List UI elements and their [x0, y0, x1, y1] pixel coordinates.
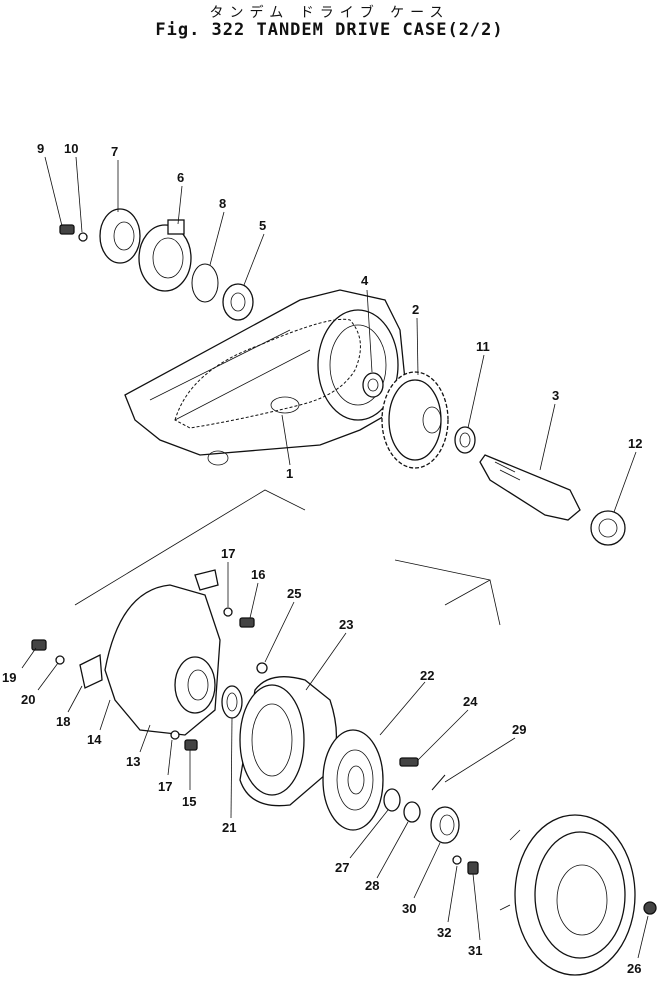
- bearing-5: [222, 283, 254, 321]
- callout-18: 18: [56, 714, 70, 729]
- wheel-rim: [499, 814, 636, 976]
- leader-lines: [21, 156, 649, 959]
- callout-20: 20: [21, 692, 35, 707]
- retainer-6: [138, 219, 192, 292]
- washer-17-lower: [170, 730, 180, 740]
- tandem-case-housing: [124, 289, 406, 466]
- lock-wire-29: [431, 774, 446, 791]
- callout-15: 15: [182, 794, 196, 809]
- bearing-11: [454, 426, 476, 454]
- bolt-9: [59, 224, 75, 235]
- washer-10: [78, 232, 88, 242]
- washer-32: [452, 855, 462, 865]
- figure-title: Fig. 322 TANDEM DRIVE CASE(2/2): [155, 20, 504, 40]
- callout-14: 14: [87, 732, 102, 747]
- callout-5: 5: [259, 218, 266, 233]
- nut-26: [643, 901, 657, 915]
- callout-13: 13: [126, 754, 140, 769]
- callout-12: 12: [628, 436, 642, 451]
- callout-31: 31: [468, 943, 482, 958]
- callout-24: 24: [463, 694, 478, 709]
- shaft: [479, 454, 581, 521]
- callout-22: 22: [420, 668, 434, 683]
- bolt-15: [184, 739, 198, 751]
- callout-3: 3: [552, 388, 559, 403]
- spacer-27: [383, 788, 401, 812]
- bracket: [194, 569, 219, 591]
- bolt-19: [31, 639, 47, 651]
- callout-21: 21: [222, 820, 236, 835]
- stud-24: [399, 757, 419, 767]
- callout-23: 23: [339, 617, 353, 632]
- case-cover-14: [104, 584, 221, 736]
- callout-6: 6: [177, 170, 184, 185]
- callout-19: 19: [2, 670, 16, 685]
- hub-23: [239, 676, 338, 807]
- flange-22: [322, 729, 384, 831]
- plate-18: [79, 653, 103, 689]
- bearing-4: [362, 372, 384, 398]
- callout-1: 1: [286, 466, 293, 481]
- cap-30: [430, 806, 460, 844]
- bolt-16: [239, 617, 255, 628]
- callout-16: 16: [251, 567, 265, 582]
- callout-28: 28: [365, 878, 379, 893]
- callout-8: 8: [219, 196, 226, 211]
- washer-20: [55, 655, 65, 665]
- callout-2: 2: [412, 302, 419, 317]
- cover-7: [99, 208, 141, 264]
- callout-9: 9: [37, 141, 44, 156]
- callout-17-lower: 17: [158, 779, 172, 794]
- o-ring-8: [191, 263, 219, 303]
- callout-25: 25: [287, 586, 301, 601]
- callout-29: 29: [512, 722, 526, 737]
- callout-17-upper: 17: [221, 546, 235, 561]
- callout-labels: 9 10 7 6 8 5 4 2 11 3 12 1 17 16 25 23 1…: [2, 141, 642, 976]
- figure-title-japanese: タンデム ドライブ ケース: [209, 5, 450, 21]
- nut-25: [256, 662, 268, 674]
- section-outline: [74, 489, 501, 626]
- callout-4: 4: [361, 273, 369, 288]
- callout-30: 30: [402, 901, 416, 916]
- seal-21: [221, 685, 243, 719]
- callout-27: 27: [335, 860, 349, 875]
- bolt-31: [467, 861, 479, 875]
- callout-26: 26: [627, 961, 641, 976]
- callout-10: 10: [64, 141, 78, 156]
- washer-17-upper: [223, 607, 233, 617]
- drive-chain: [174, 318, 361, 429]
- sprocket: [381, 371, 449, 469]
- callout-11: 11: [476, 339, 490, 354]
- nut-28: [403, 801, 421, 823]
- callout-32: 32: [437, 925, 451, 940]
- bearing-12: [590, 510, 626, 546]
- callout-7: 7: [111, 144, 118, 159]
